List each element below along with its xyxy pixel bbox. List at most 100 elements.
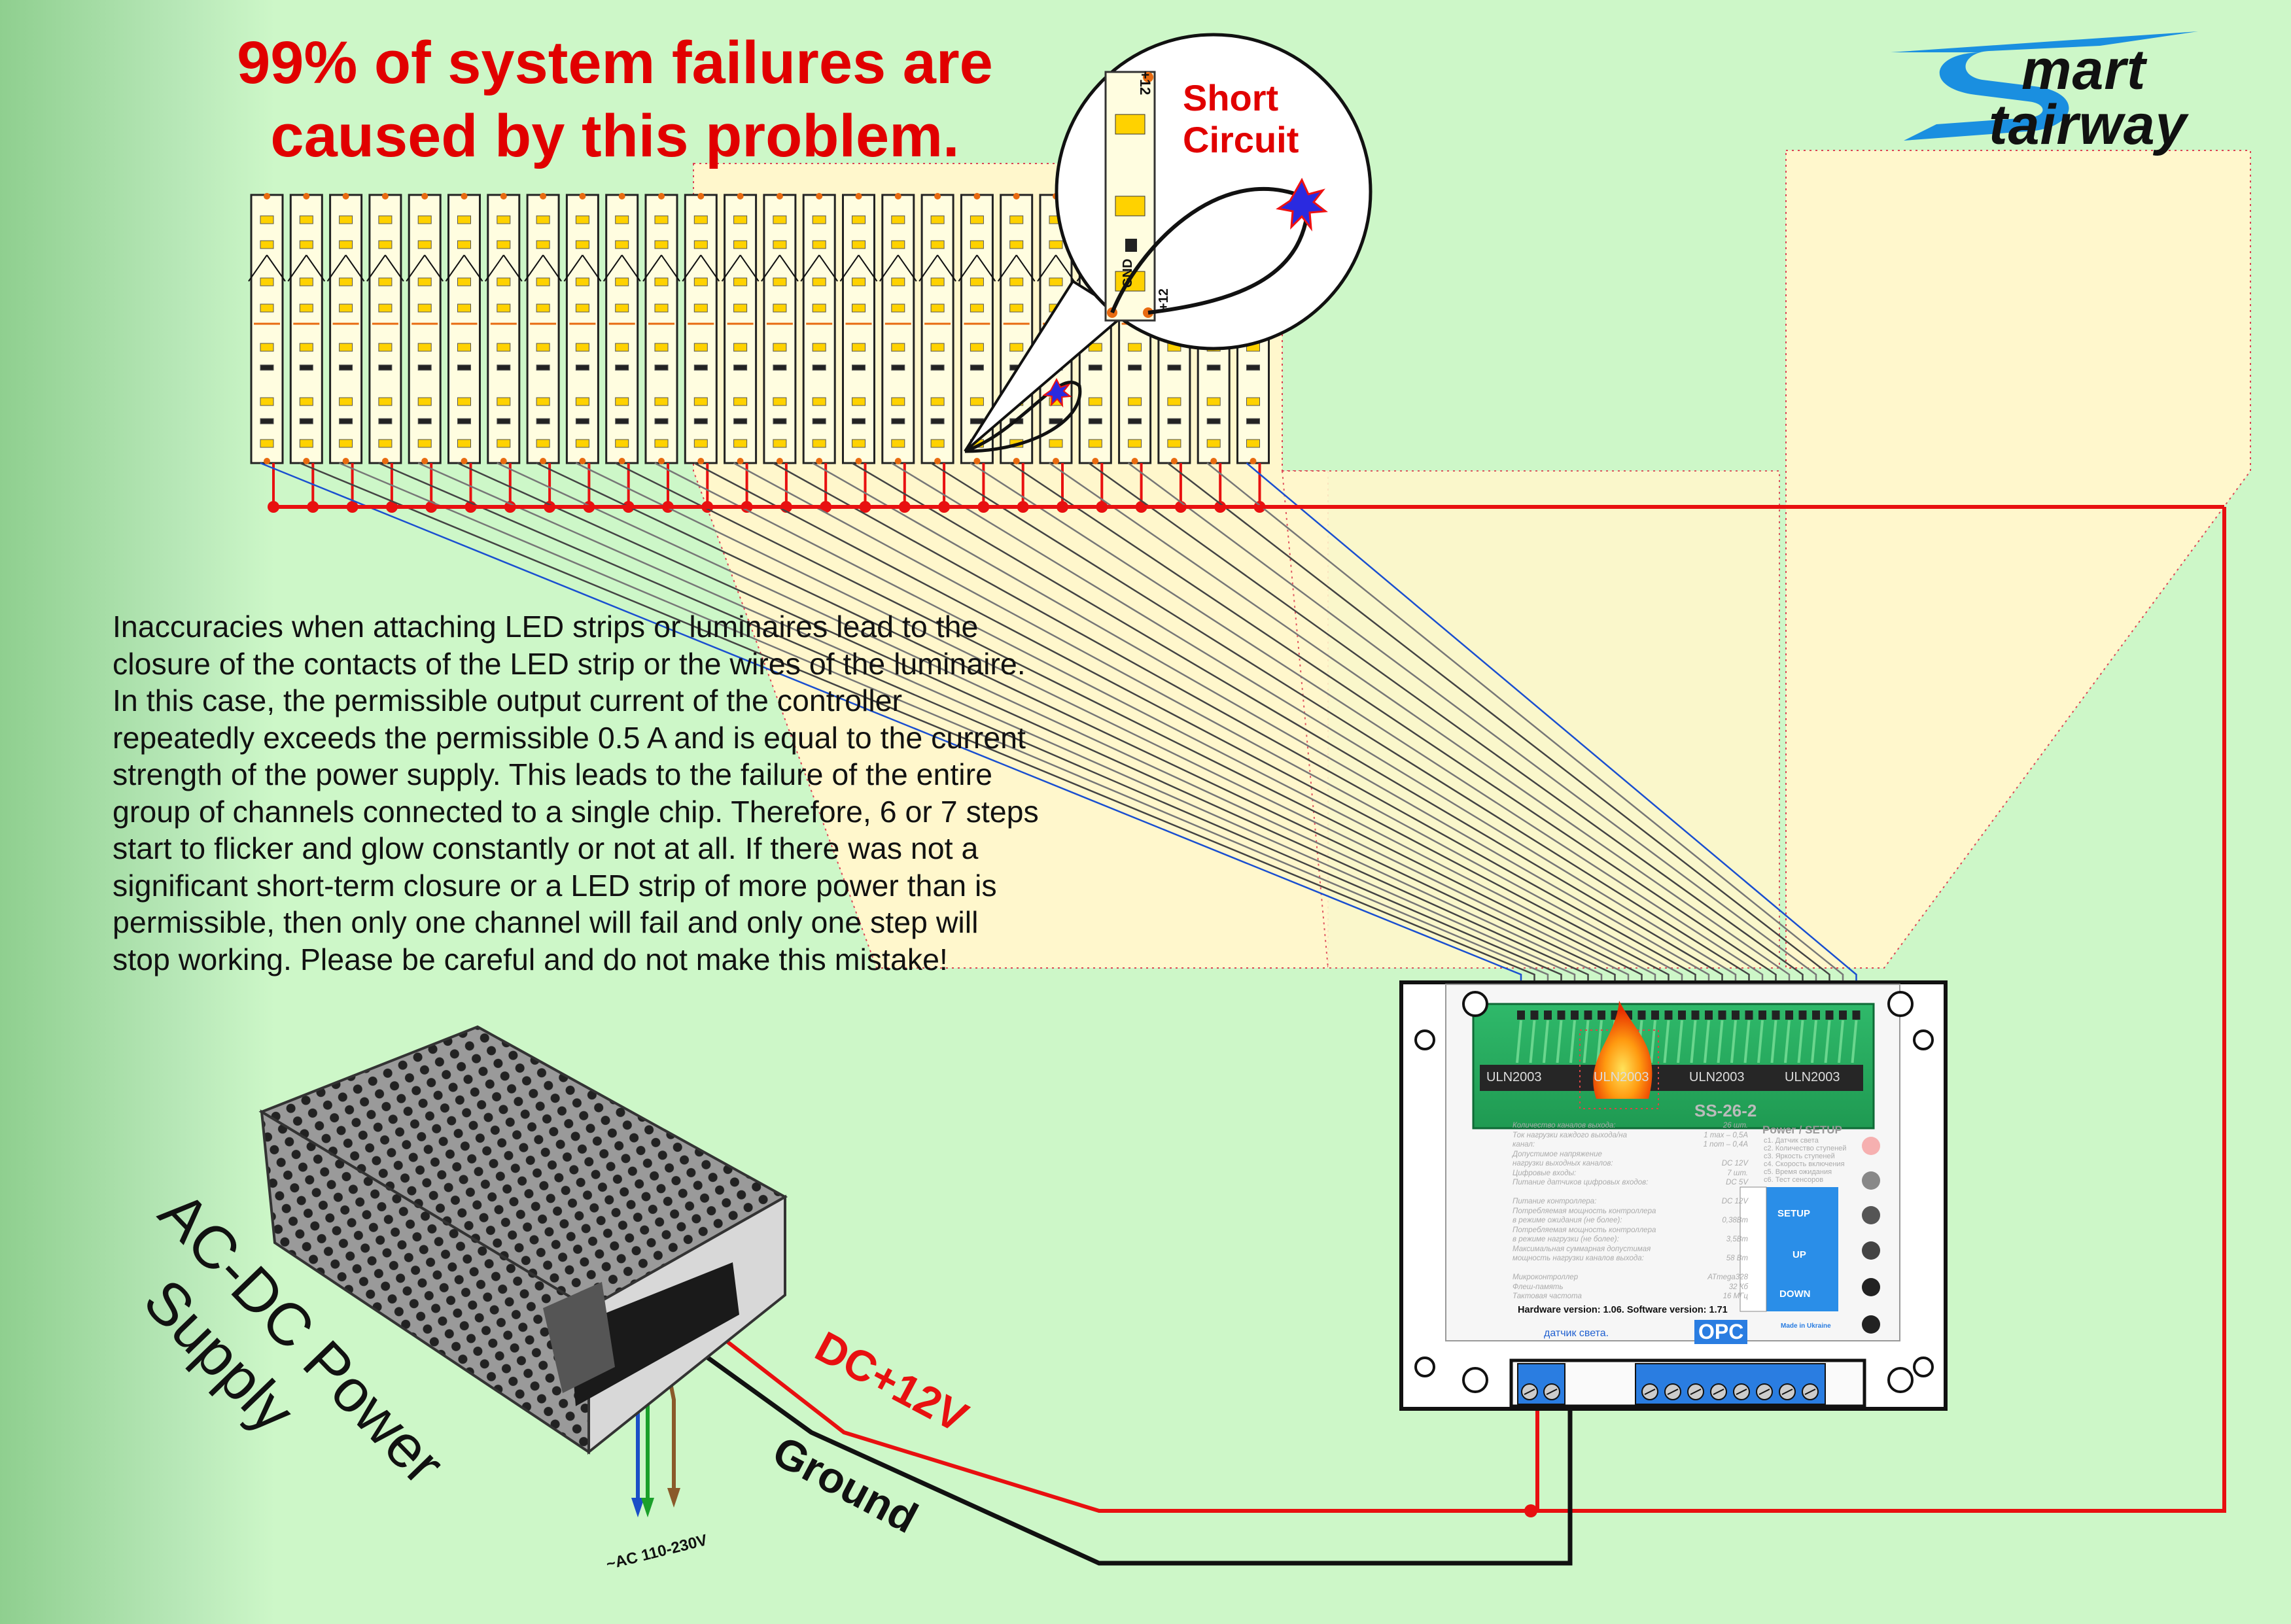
description-line: strength of the power supply. This leads… [113,757,992,791]
led-strip [800,193,839,513]
spec-row: Флеш-память 32 Кб [1513,1283,1748,1292]
controller-model: SS-26-2 [1694,1101,1757,1120]
spec-key: Тактовая частота [1513,1292,1582,1300]
chip-label-2: ULN2003 [1594,1070,1649,1084]
spec-value: 7 шт. [1727,1169,1748,1177]
spark-icon [1276,177,1328,232]
description-line: Inaccuracies when attaching LED strips o… [113,610,979,644]
led-strip [484,193,523,513]
led-strip [445,193,483,513]
strip-spark [964,377,1082,453]
spec-value: 3,5Вт [1726,1235,1748,1243]
spec-row: в режиме нагрузки (не более): 3,5Вт [1513,1235,1748,1245]
circuit-label: Circuit [1183,119,1299,160]
short-label: Short [1183,77,1279,118]
led-strip [958,193,996,513]
led-strip [879,193,917,513]
power-setup-label: Power / SETUP [1762,1124,1842,1136]
spec-value: 58 Вт [1726,1254,1748,1262]
led-indicator-row: с5. Время ожидания [1764,1168,1832,1176]
power-bus [273,505,2226,1566]
sensor-label: датчик света. [1544,1328,1609,1339]
spec-key: Максимальная суммарная допустимая [1513,1245,1651,1253]
led-strip [603,193,641,513]
strip-plus12-bottom-label: +12 [1157,288,1171,311]
led-strip [248,193,286,513]
led-strip [287,193,326,513]
chip-label-1: ULN2003 [1486,1070,1542,1084]
spec-row [1513,1188,1748,1198]
spec-value: 0,38Вт [1722,1217,1748,1224]
spec-row: Ток нагрузки каждого выхода/на 1 max – 0,… [1513,1131,1748,1141]
page-title: 99% of system failures are caused by thi… [157,26,1073,173]
spec-row: Допустимое напряжение [1513,1150,1748,1160]
button-up[interactable]: UP [1793,1249,1806,1260]
spec-row: канал: 1 nom – 0,4А [1513,1140,1748,1150]
spec-key: Микроконтроллер [1513,1273,1579,1281]
made-in-label: Made in Ukraine [1781,1322,1831,1330]
chip-label-3: ULN2003 [1689,1070,1745,1084]
logo-word-smart: mart [2021,39,2146,101]
led-strip [839,193,878,513]
smart-stairway-logo: mart tairway [1884,26,2224,164]
spec-value: DC 12V [1721,1160,1748,1167]
chip-label-4: ULN2003 [1785,1070,1840,1084]
spec-key: Флеш-память [1513,1283,1564,1291]
short-circuit-callout [964,33,1373,453]
strip-plus12-label: +12 [1137,71,1153,95]
spec-row [1513,1264,1748,1273]
description-line: closure of the contacts of the LED strip… [113,646,1026,681]
led-strip [326,193,365,513]
spec-key: Допустимое напряжение [1513,1150,1602,1158]
spec-key: Питание контроллера: [1513,1198,1597,1205]
led-strip [406,193,444,513]
spec-row: нагрузки выходных каналов: DC 12V [1513,1159,1748,1169]
spec-row: в режиме ожидания (не более): 0,38Вт [1513,1216,1748,1226]
power-supply [258,1025,788,1455]
strip-gnd-label: GND [1121,258,1135,288]
spec-value: 26 шт. [1723,1122,1748,1130]
description-line: stop working. Please be careful and do n… [113,942,948,976]
controller [1399,980,1948,1411]
button-setup[interactable]: SETUP [1777,1208,1811,1219]
spec-value: DC 12V [1721,1198,1748,1205]
spec-key: в режиме ожидания (не более): [1513,1217,1622,1224]
spec-key: в режиме нагрузки (не более): [1513,1235,1619,1243]
spec-row: Цифровые входы:7 шт. [1513,1169,1748,1179]
description-line: permissible, then only one channel will … [113,905,979,939]
led-strip [524,193,562,513]
description-text: Inaccuracies when attaching LED strips o… [113,608,1159,978]
spec-value: 1 max – 0,5А [1704,1131,1748,1139]
led-indicator-row: с1. Датчик света [1764,1137,1819,1145]
spec-key: мощность нагрузки каналов выхода: [1513,1254,1644,1262]
logo-word-stairway: tairway [1989,94,2188,156]
led-strips [248,193,1272,513]
spec-key: канал: [1513,1141,1535,1149]
led-indicator-row: с3. Яркость ступеней [1764,1152,1835,1160]
led-strip [918,193,956,513]
fire-icon [1593,1001,1653,1099]
spec-value: 1 nom – 0,4А [1703,1141,1748,1149]
spec-value: 32 Кб [1728,1283,1748,1291]
spec-key: Ток нагрузки каждого выхода/на [1513,1131,1627,1139]
led-indicator-row: с2. Количество ступеней [1764,1145,1847,1152]
led-indicator-row: с6. Тест сенсоров [1764,1176,1824,1184]
controller-spec-table: Количество каналов выхода:26 шт.Ток нагр… [1513,1121,1748,1302]
spec-key: нагрузки выходных каналов: [1513,1160,1613,1167]
spec-row: Питание контроллера: DC 12V [1513,1197,1748,1207]
spec-row: Потребляемая мощность контроллера [1513,1226,1748,1235]
button-down[interactable]: DOWN [1779,1288,1811,1300]
spec-row: мощность нагрузки каналов выхода: 58 Вт [1513,1254,1748,1264]
hardware-version: Hardware version: 1.06. Software version… [1518,1305,1728,1315]
spec-row: Количество каналов выхода:26 шт. [1513,1121,1748,1131]
spec-row: Максимальная суммарная допустимая [1513,1245,1748,1254]
description-line: group of channels connected to a single … [113,794,1039,829]
led-strip [366,193,404,513]
spec-row: Потребляемая мощность контроллера [1513,1207,1748,1217]
spec-row: Питание датчиков цифровых входов:DC 5V [1513,1178,1748,1188]
description-line: In this case, the permissible output cur… [113,683,903,717]
